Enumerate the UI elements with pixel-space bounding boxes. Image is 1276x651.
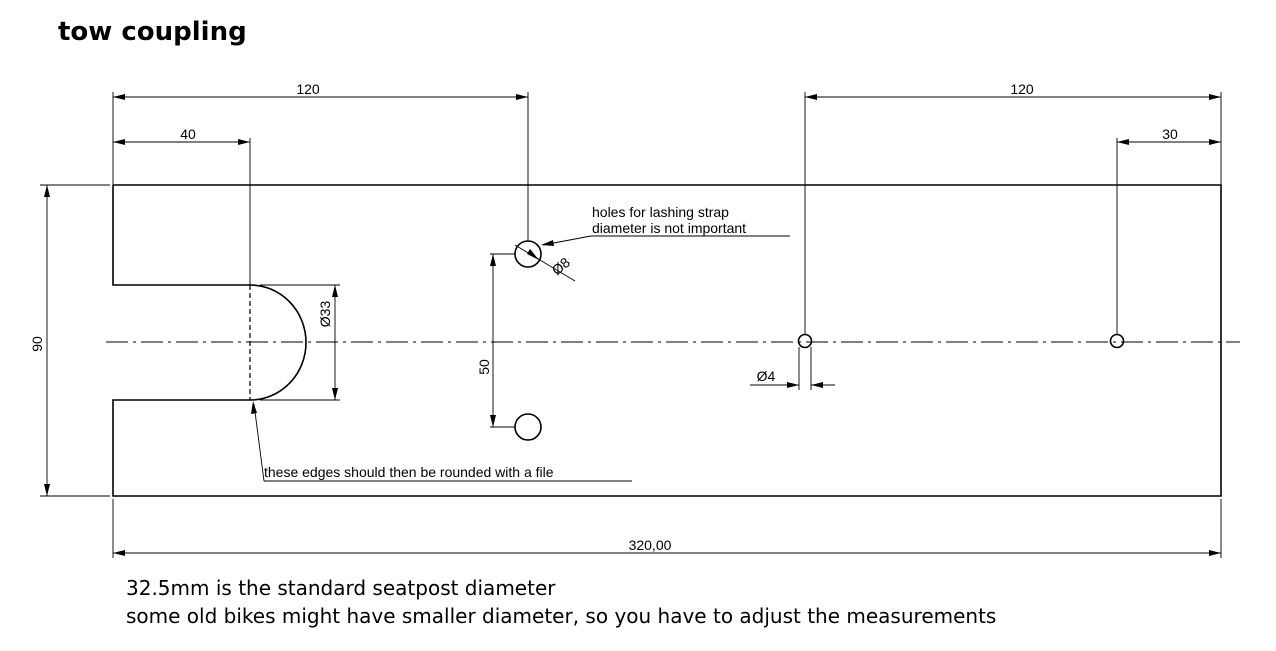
dim-40: 40	[180, 126, 196, 142]
drawing-title: tow coupling	[58, 17, 247, 47]
strap-hole-lower	[514, 413, 542, 441]
strap-note-line2: diameter is not important	[592, 220, 746, 236]
dim-pin-hole-diameter: Ø4	[757, 368, 776, 384]
dim-total-length: 320,00	[629, 537, 672, 553]
part-outline	[112, 184, 1222, 497]
dim-30: 30	[1162, 126, 1178, 142]
dim-50: 50	[476, 359, 492, 375]
footer-line2: some old bikes might have smaller diamet…	[126, 604, 996, 628]
dim-strap-hole-diameter: Ø8	[548, 254, 573, 278]
dim-120-right: 120	[1010, 81, 1034, 97]
footer-line1: 32.5mm is the standard seatpost diameter	[126, 576, 556, 600]
dimension-lines	[44, 94, 1221, 556]
pin-hole-left	[797, 333, 813, 349]
dim-slot-diameter: Ø33	[317, 301, 333, 328]
note-leaders	[251, 235, 790, 482]
pin-hole-right	[1109, 333, 1125, 349]
dim-90: 90	[29, 336, 45, 352]
dim-120-left: 120	[296, 81, 320, 97]
strap-note-line1: holes for lashing strap	[592, 204, 729, 220]
extension-lines	[40, 92, 1222, 558]
edges-note: these edges should then be rounded with …	[264, 464, 554, 480]
